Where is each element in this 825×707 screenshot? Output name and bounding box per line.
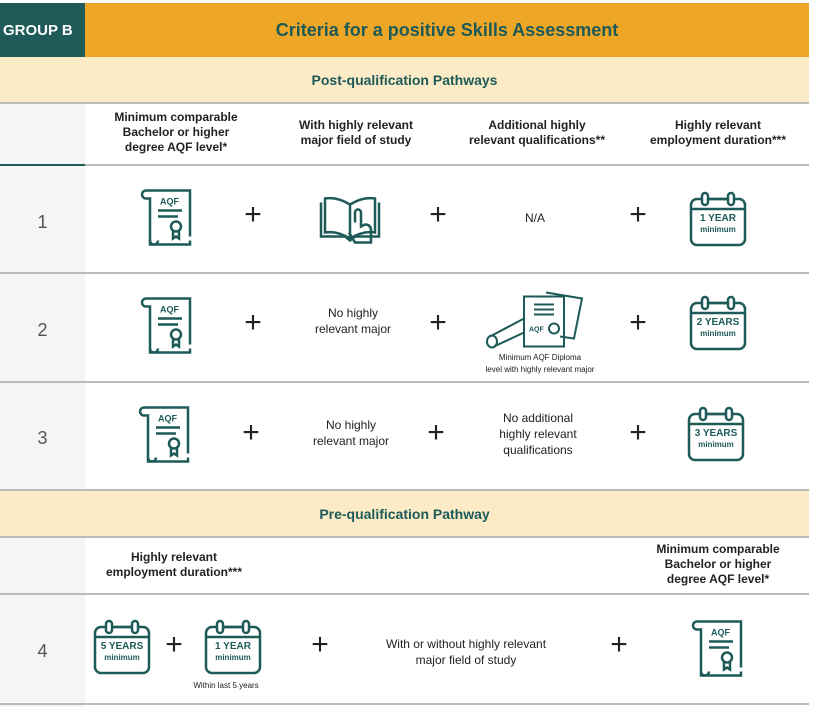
book-hand-icon (317, 193, 383, 260)
row-number-column (0, 537, 85, 707)
plus-icon: + (629, 416, 647, 449)
divider (0, 536, 809, 538)
plus-icon: + (629, 198, 647, 231)
section-pre-qualification: Pre-qualification Pathway (0, 491, 809, 536)
additional-qualification-text: N/A (524, 211, 546, 225)
aqf-scroll-icon: AQF (689, 616, 749, 685)
plus-icon: + (242, 416, 260, 449)
divider (0, 489, 809, 491)
diploma-certificate-icon: AQF (480, 285, 590, 356)
column-header-aqf: Minimum comparable Bachelor or higher de… (114, 110, 238, 154)
plus-icon: + (429, 198, 447, 231)
section-post-qualification: Post-qualification Pathways (0, 57, 809, 102)
employment-caption: Within last 5 years (193, 681, 259, 690)
svg-text:AQF: AQF (711, 628, 731, 638)
divider (0, 593, 809, 595)
row-number: 2 (37, 320, 48, 340)
plus-icon: + (427, 416, 445, 449)
divider (0, 164, 85, 166)
aqf-scroll-icon: AQF (136, 402, 196, 471)
plus-icon: + (244, 198, 262, 231)
plus-icon: + (610, 628, 628, 661)
plus-icon: + (429, 306, 447, 339)
column-header-major: With highly relevant major field of stud… (299, 118, 413, 147)
column-header-employment: Highly relevant employment duration*** (105, 550, 243, 579)
additional-qualification-text: No additional highly relevant qualificat… (499, 411, 577, 457)
group-label: GROUP B (0, 3, 85, 57)
divider (0, 703, 809, 705)
divider (0, 102, 809, 104)
svg-text:AQF: AQF (160, 197, 180, 207)
major-text: No highly relevant major (312, 418, 390, 448)
column-header-additional: Additional highly relevant qualification… (468, 118, 606, 147)
column-header-employment: Highly relevant employment duration*** (649, 118, 787, 147)
divider (0, 381, 809, 383)
column-header-aqf: Minimum comparable Bachelor or higher de… (656, 542, 780, 586)
svg-text:AQF: AQF (160, 305, 180, 315)
major-text: With or without highly relevant major fi… (385, 637, 547, 667)
page-title: Criteria for a positive Skills Assessmen… (85, 3, 809, 57)
divider (0, 272, 809, 274)
plus-icon: + (311, 628, 329, 661)
plus-icon: + (629, 306, 647, 339)
svg-text:AQF: AQF (529, 327, 545, 334)
svg-text:AQF: AQF (158, 414, 178, 424)
divider (85, 164, 809, 166)
major-text: No highly relevant major (314, 306, 392, 336)
row-number: 1 (37, 212, 48, 232)
aqf-scroll-icon: AQF (138, 293, 198, 362)
aqf-scroll-icon: AQF (138, 185, 198, 254)
plus-icon: + (165, 628, 183, 661)
plus-icon: + (244, 306, 262, 339)
row-number-column (0, 102, 85, 490)
diploma-caption: Minimum AQF Diploma level with highly re… (485, 353, 595, 374)
row-number: 3 (37, 428, 48, 448)
row-number: 4 (37, 641, 48, 661)
